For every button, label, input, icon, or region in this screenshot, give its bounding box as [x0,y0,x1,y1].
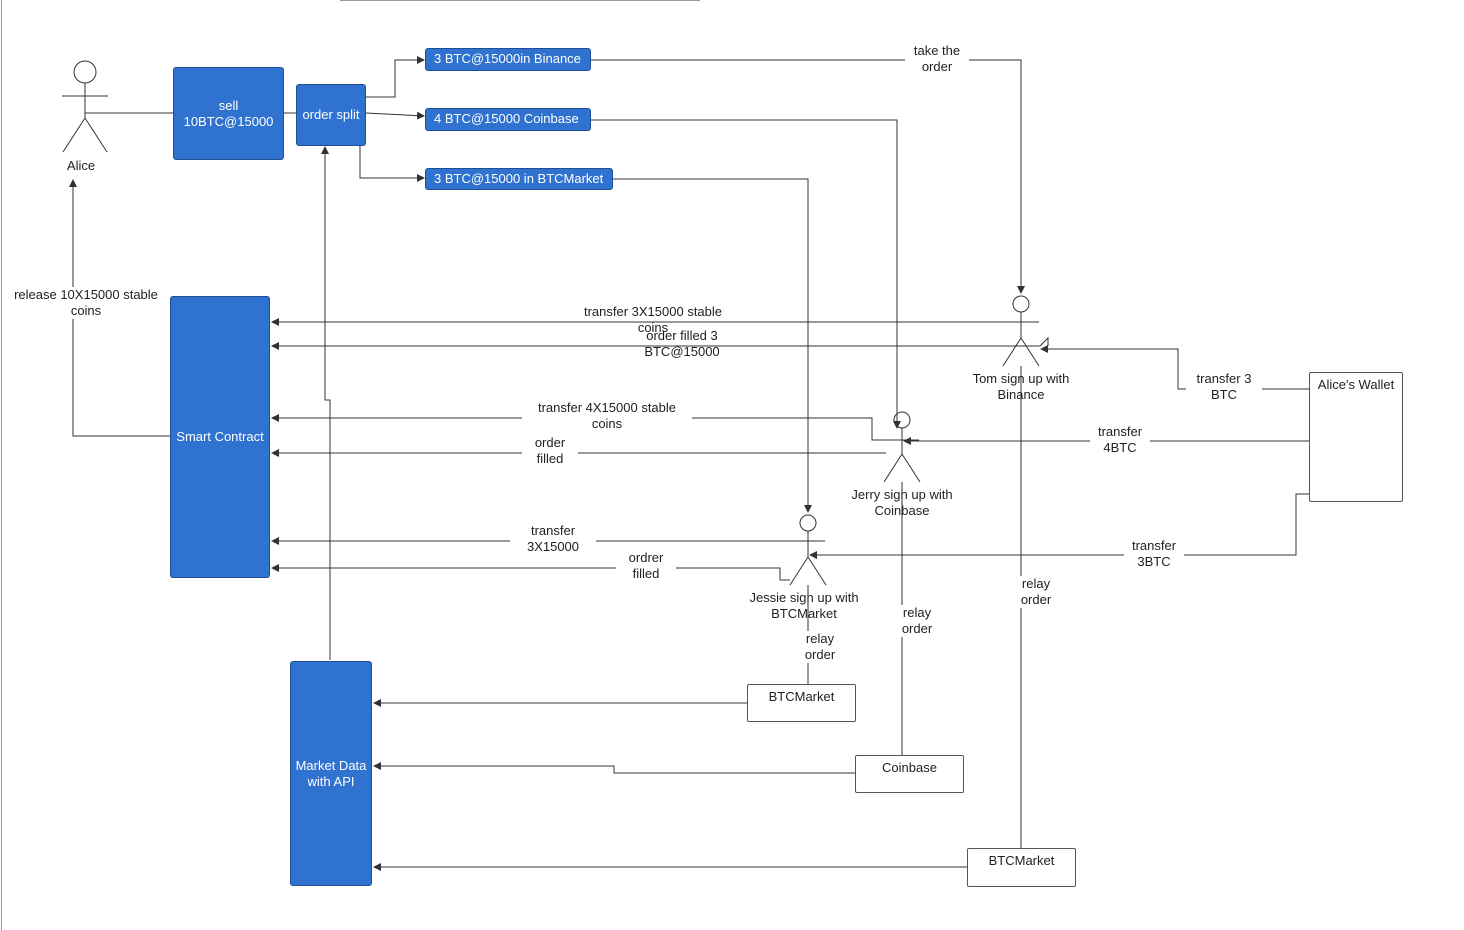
coinbase-to-marketdata-arrow [373,762,855,774]
jerry-actor-icon [883,411,921,483]
jessie-actor-icon [789,514,827,586]
transfer-4x-stable-label: transfer 4X15000 stable coins [522,400,692,432]
tom-label: Tom sign up with Binance [972,371,1070,402]
order-split-node[interactable]: order split [296,84,366,146]
split-to-coinbase-arrow [365,111,425,120]
relay-jessie-label: relay order [800,631,840,663]
coinbase-to-jerry-arrow [590,119,901,429]
tom-actor-icon [1002,295,1040,367]
transfer-3x-label: transfer 3X15000 [510,523,596,555]
jerry-label: Jerry sign up with Coinbase [851,487,953,518]
transfer-3x-stable-label: transfer 3X15000 stable coins [583,304,723,335]
relay-jerry-label: relay order [897,605,937,637]
order-filled-3-label: order filled 3 BTC@15000 [644,328,720,359]
binance-to-tom-arrow [590,59,1025,294]
smart-contract-node[interactable]: Smart Contract [170,296,270,578]
coinbase-exchange-node[interactable]: Coinbase [855,755,964,793]
tom-order-filled-arrow [271,336,1049,350]
release-label: release 10X15000 stable coins [10,287,162,319]
split-to-binance-arrow [366,56,425,98]
coinbase-exchange-label: Coinbase [882,760,937,775]
relay-tom-label: relay order [1016,576,1056,608]
wallet-to-jessie-arrow [809,493,1309,559]
take-order-label: take the order [905,43,969,75]
order-filled-jerry-label: order filled [522,435,578,467]
marketdata-to-split-arrow [321,146,331,660]
split-to-btcmarket-arrow [359,146,425,182]
ordrer-filled-label: ordrer filled [616,550,676,582]
market-data-node[interactable]: Market Data with API [290,661,372,886]
btcmarket-order-node[interactable]: 3 BTC@15000 in BTCMarket [425,168,613,190]
jessie-order-filled-arrow [271,564,790,581]
btcmarket-exchange-label-2: BTCMarket [988,853,1055,868]
btcmarket-to-jessie-arrow [612,178,812,513]
btcmarket-exchange-label: BTCMarket [768,689,835,704]
sell-node[interactable]: sell 10BTC@15000 [173,67,284,160]
binance-order-node[interactable]: 3 BTC@15000in Binance [425,48,591,71]
transfer-3btc-label: transfer 3BTC [1124,538,1184,570]
transfer-3-btc-label: transfer 3 BTC [1186,371,1262,403]
alices-wallet-node[interactable]: Alice's Wallet [1309,372,1403,502]
alices-wallet-label: Alice's Wallet [1317,377,1395,392]
alice-label: Alice [66,158,96,173]
contract-to-alice-arrow [69,179,170,437]
alice-actor-icon [62,60,108,153]
coinbase-order-node[interactable]: 4 BTC@15000 Coinbase [425,108,591,131]
btcmarket-exchange-node[interactable]: BTCMarket [747,684,856,722]
transfer-4btc-label: transfer 4BTC [1090,424,1150,456]
btcmarket-exchange-node-2[interactable]: BTCMarket [967,848,1076,887]
jessie-label: Jessie sign up with BTCMarket [749,590,859,621]
